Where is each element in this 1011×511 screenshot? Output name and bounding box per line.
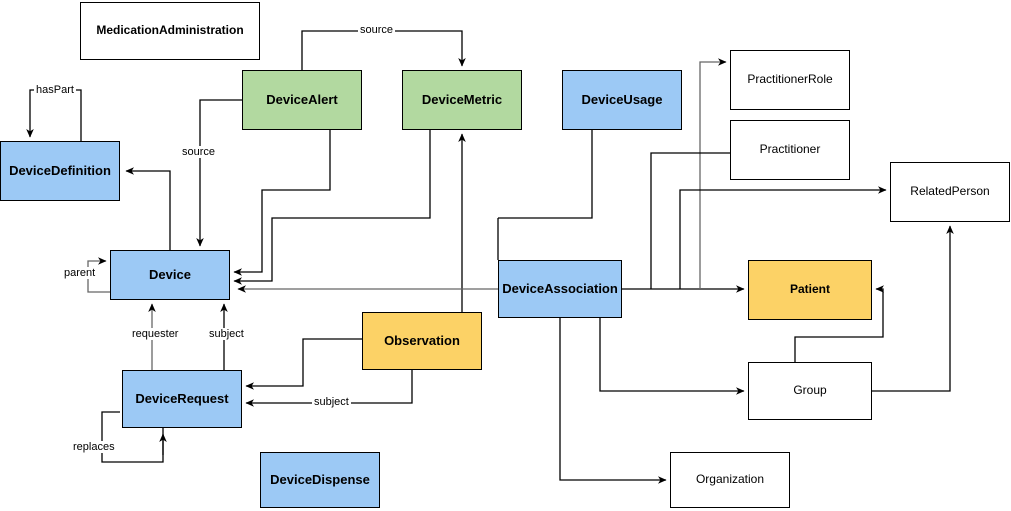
edge-device-to-devicedefinition bbox=[125, 167, 171, 250]
node-medicationadministration[interactable]: MedicationAdministration bbox=[80, 2, 260, 60]
edge-deviceassociation-to-practitioner bbox=[650, 152, 730, 289]
node-deviceusage[interactable]: DeviceUsage bbox=[562, 70, 682, 130]
edge-label-haspart: hasPart bbox=[34, 84, 76, 96]
node-devicedispense[interactable]: DeviceDispense bbox=[260, 452, 380, 508]
node-observation[interactable]: Observation bbox=[362, 312, 482, 370]
edge-deviceassociation-to-group bbox=[599, 318, 745, 395]
node-devicerequest[interactable]: DeviceRequest bbox=[122, 370, 242, 428]
node-label: DeviceDefinition bbox=[9, 162, 111, 178]
edge-deviceassociation-to-practitionerrole bbox=[699, 58, 727, 289]
edge-devicealert-source-device bbox=[196, 99, 242, 247]
node-label: DeviceDispense bbox=[270, 471, 370, 487]
node-label: PractitionerRole bbox=[747, 72, 833, 87]
edge-deviceassociation-to-organization bbox=[559, 318, 667, 484]
edge-group-to-patient bbox=[794, 285, 884, 362]
node-label: Organization bbox=[695, 472, 765, 487]
node-label: Practitioner bbox=[759, 142, 821, 157]
node-label: Observation bbox=[384, 332, 460, 348]
node-devicedefinition[interactable]: DeviceDefinition bbox=[0, 141, 120, 201]
node-label: MedicationAdministration bbox=[96, 23, 244, 38]
edge-group-to-relatedperson bbox=[872, 225, 954, 392]
node-device[interactable]: Device bbox=[110, 250, 230, 300]
node-label: RelatedPerson bbox=[910, 184, 990, 199]
node-devicemetric[interactable]: DeviceMetric bbox=[402, 70, 522, 130]
node-organization[interactable]: Organization bbox=[670, 452, 790, 508]
edge-devicealert-to-device bbox=[233, 130, 331, 276]
node-label: DeviceRequest bbox=[135, 390, 229, 406]
node-patient[interactable]: Patient bbox=[748, 260, 872, 320]
edge-deviceassociation-to-relatedperson bbox=[679, 186, 887, 289]
edge-label-source-left: source bbox=[180, 146, 218, 158]
node-label: DeviceUsage bbox=[581, 91, 663, 107]
edge-deviceusage-to-deviceassociation bbox=[498, 130, 593, 219]
edge-label-requester: requester bbox=[130, 328, 181, 340]
edge-label-parent: parent bbox=[62, 267, 98, 279]
node-deviceassociation[interactable]: DeviceAssociation bbox=[498, 260, 622, 318]
node-practitioner[interactable]: Practitioner bbox=[730, 120, 850, 180]
node-group[interactable]: Group bbox=[748, 362, 872, 420]
edge-label-subject-top: subject bbox=[207, 328, 246, 340]
node-label: DeviceMetric bbox=[421, 91, 503, 107]
edge-devicedefinition-haspart-self bbox=[26, 89, 82, 141]
edge-label-subject-bottom: subject bbox=[312, 396, 351, 408]
edge-label-source-top: source bbox=[358, 24, 396, 36]
node-practitionerrole[interactable]: PractitionerRole bbox=[730, 50, 850, 110]
node-relatedperson[interactable]: RelatedPerson bbox=[890, 162, 1010, 222]
node-label: DeviceAssociation bbox=[502, 280, 618, 296]
edge-devicemetric-to-device bbox=[233, 130, 431, 285]
edge-observation-subject-devicerequest bbox=[245, 370, 413, 407]
edge-label-replaces: replaces bbox=[71, 441, 117, 453]
node-label: Device bbox=[149, 266, 191, 282]
node-label: DeviceAlert bbox=[266, 91, 338, 107]
node-label: Group bbox=[793, 383, 827, 398]
edge-devicealert-source-devicemetric bbox=[301, 30, 466, 70]
node-devicealert[interactable]: DeviceAlert bbox=[242, 70, 362, 130]
edge-observation-to-devicerequest bbox=[245, 338, 362, 390]
node-label: Patient bbox=[789, 282, 830, 297]
